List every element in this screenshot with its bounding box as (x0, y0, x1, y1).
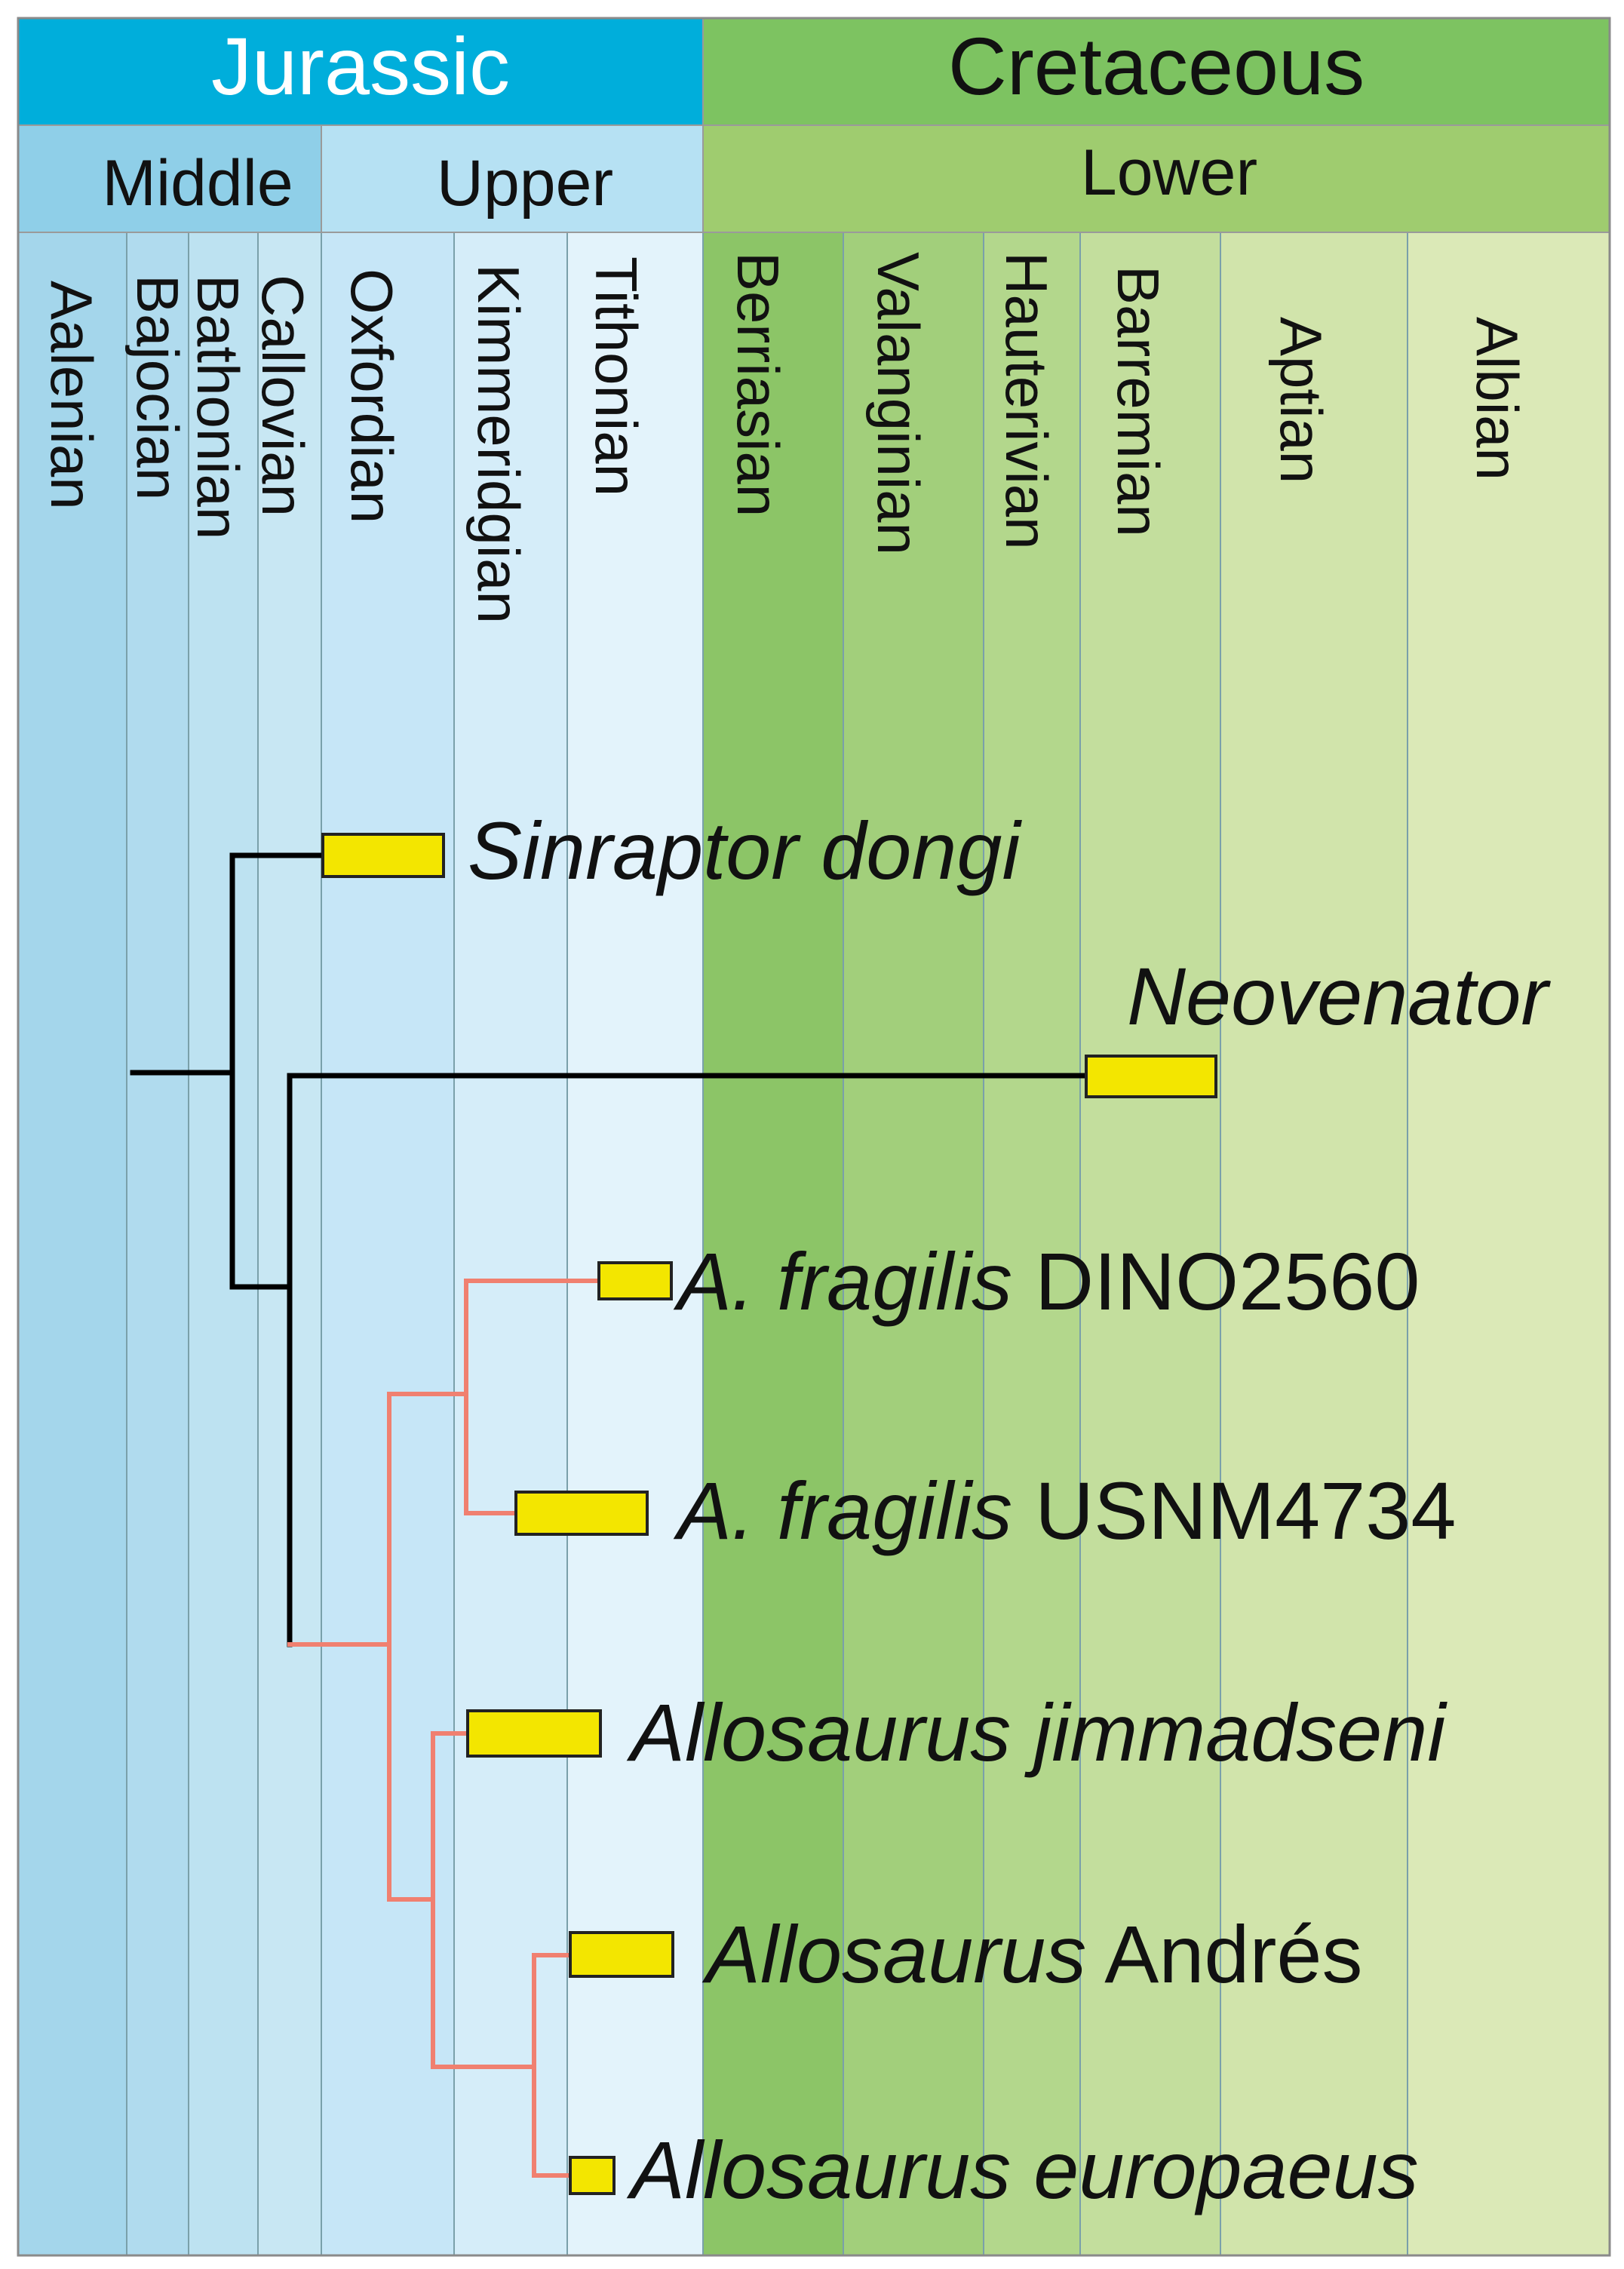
taxon-label-allosaurus-andres: Allosaurus Andrés (701, 1908, 1363, 2000)
stage-label-hauterivian: Hauterivian (993, 252, 1060, 550)
stage-column-albian (1408, 232, 1610, 2255)
stage-label-tithonian: Tithonian (583, 256, 649, 496)
stage-label-albian: Albian (1464, 317, 1530, 481)
outgroup-branches (130, 852, 1089, 1647)
taxon-label-a-fragilis-usnm4734: A. fragilis USNM4734 (673, 1465, 1456, 1556)
range-bar-allosaurus-andres (569, 1931, 674, 1978)
taxon-label-plain: DINO2560 (1012, 1236, 1420, 1327)
stage-label-bathonian: Bathonian (185, 275, 251, 539)
stage-column-barremian (1080, 232, 1220, 2255)
taxon-label-allosaurus-jimmadseni: Allosaurus jimmadseni (626, 1687, 1447, 1778)
taxon-label-italic: A. fragilis (673, 1236, 1012, 1327)
taxon-label-sinraptor-dongi: Sinraptor dongi (468, 805, 1022, 896)
epoch-band-lower-cretaceous (703, 125, 1610, 232)
header-separators (18, 18, 1610, 233)
taxon-label-italic: Sinraptor dongi (468, 805, 1022, 896)
taxon-label-italic: Neovenator (1127, 950, 1551, 1042)
range-bar-neovenator (1085, 1055, 1217, 1098)
period-band-jurassic (18, 18, 703, 125)
stage-label-oxfordian: Oxfordian (339, 269, 405, 523)
taxon-label-italic: A. fragilis (673, 1465, 1012, 1556)
taxon-label-italic: Allosaurus jimmadseni (626, 1687, 1447, 1778)
range-bar-a-fragilis-dino2560 (597, 1261, 673, 1300)
taxon-label-plain: Andrés (1086, 1908, 1362, 2000)
allosaurus-branches (287, 1279, 601, 2178)
stage-label-bajocian: Bajocian (124, 275, 191, 500)
stage-column-hauterivian (984, 232, 1080, 2255)
period-header: Jurassic Cretaceous (18, 18, 1610, 125)
stage-separators (126, 232, 1408, 2255)
taxon-label-italic: Allosaurus europaeus (626, 2124, 1419, 2215)
epoch-label-upper: Upper (437, 147, 613, 220)
range-bar-sinraptor-dongi (321, 833, 445, 878)
stage-column-aptian (1220, 232, 1408, 2255)
stage-column-tithonian (567, 232, 703, 2255)
taxon-label-italic: Allosaurus (701, 1908, 1086, 2000)
stage-column-valanginian (843, 232, 984, 2255)
epoch-label-lower: Lower (1081, 137, 1257, 209)
range-bars (321, 833, 1217, 2195)
diagram-border (17, 17, 1611, 2257)
stage-column-berriasian (703, 232, 843, 2255)
range-bar-allosaurus-jimmadseni (466, 1709, 602, 1758)
period-label-cretaceous: Cretaceous (948, 20, 1365, 112)
taxon-labels: Sinraptor dongi Neovenator A. fragilis D… (468, 805, 1551, 2215)
taxon-label-plain: USNM4734 (1012, 1465, 1456, 1556)
stage-label-aalenian: Aalenian (38, 281, 105, 510)
stage-label-valanginian: Valanginian (865, 252, 932, 555)
epoch-label-middle: Middle (102, 147, 293, 220)
stage-column-bajocian (127, 232, 189, 2255)
stage-columns (18, 232, 1610, 2255)
period-label-jurassic: Jurassic (211, 20, 510, 112)
period-band-cretaceous (703, 18, 1610, 125)
stage-label-berriasian: Berriasian (725, 252, 791, 517)
stage-column-kimmeridgian (454, 232, 567, 2255)
stage-column-aalenian (18, 232, 127, 2255)
stage-label-kimmeridgian: Kimmeridgian (465, 264, 532, 624)
epoch-band-upper-jurassic (321, 125, 703, 232)
range-bar-a-fragilis-usnm4734 (514, 1491, 649, 1536)
stage-label-aptian: Aptian (1268, 317, 1334, 484)
stage-column-bathonian (189, 232, 258, 2255)
range-bar-allosaurus-europaeus (569, 2156, 616, 2195)
epoch-header: Middle Upper Lower (18, 125, 1610, 232)
stage-label-barremian: Barremian (1105, 266, 1171, 537)
taxon-label-neovenator: Neovenator (1127, 950, 1551, 1042)
stage-labels: Aalenian Bajocian Bathonian Callovian Ox… (38, 252, 1530, 624)
taxon-label-a-fragilis-dino2560: A. fragilis DINO2560 (673, 1236, 1420, 1327)
taxon-label-allosaurus-europaeus: Allosaurus europaeus (626, 2124, 1419, 2215)
epoch-band-middle-jurassic (18, 125, 321, 232)
stage-label-callovian: Callovian (250, 275, 316, 517)
